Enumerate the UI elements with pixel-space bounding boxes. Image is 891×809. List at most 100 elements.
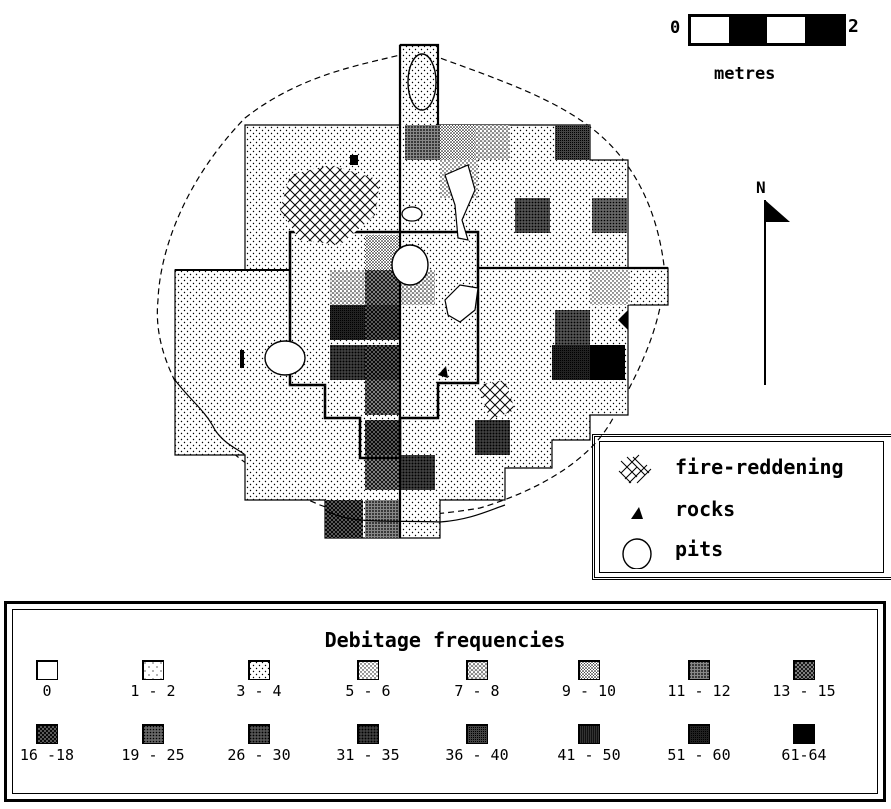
scale-segment: [691, 17, 729, 43]
debitage-class-label: 19 - 25: [121, 746, 185, 764]
frequency-square: [400, 455, 435, 490]
frequency-square: [330, 345, 365, 380]
scale-segment: [805, 17, 843, 43]
debitage-class-item: 13 - 15: [754, 660, 854, 730]
frequency-square: [325, 500, 363, 538]
debitage-swatch: [688, 724, 710, 744]
frequency-square: [590, 345, 625, 380]
debitage-class-label: 16 -18: [19, 746, 75, 764]
crosshatch-icon: [618, 454, 652, 484]
pit-irregular: [444, 284, 479, 323]
debitage-class-label: 9 - 10: [561, 682, 617, 700]
legend-label: rocks: [675, 497, 736, 521]
frequency-square: [330, 305, 365, 340]
pit-oval: [264, 340, 306, 376]
frequency-square: [330, 270, 365, 305]
frequency-square: [365, 500, 400, 538]
rock: [438, 366, 448, 378]
debitage-swatch: [142, 724, 164, 744]
pit-oval: [407, 53, 437, 111]
legend-row-rocks: rocks: [595, 491, 885, 531]
debitage-class-label: 5 - 6: [345, 682, 391, 700]
north-label: N: [756, 178, 766, 197]
debitage-swatch: [466, 660, 488, 680]
debitage-swatch: [466, 724, 488, 744]
frequency-square: [365, 380, 400, 415]
debitage-class-item: 26 - 30: [209, 724, 309, 794]
frequency-square: [555, 125, 590, 160]
excavation-map: [156, 43, 790, 539]
scale-start-label: 0: [670, 18, 681, 38]
rock: [240, 350, 244, 368]
fire-reddening-area: [280, 165, 380, 245]
rock: [350, 155, 358, 165]
debitage-class-item: 5 - 6: [318, 660, 418, 730]
frequency-square: [552, 345, 590, 380]
frequency-square: [440, 125, 475, 160]
pit-oval: [391, 244, 429, 286]
rock: [618, 310, 628, 330]
debitage-swatch: [357, 724, 379, 744]
debitage-class-item: 3 - 4: [209, 660, 309, 730]
debitage-class-item: 41 - 50: [539, 724, 639, 794]
debitage-legend: Debitage frequencies 0 1 - 2 3 - 4 5 - 6 7 -…: [4, 601, 886, 802]
legend-row-fire-reddening: fire-reddening: [595, 449, 885, 489]
debitage-class-item: 7 - 8: [427, 660, 527, 730]
scale-unit-label: metres: [714, 64, 776, 84]
frequency-square: [475, 420, 510, 455]
debitage-class-label: 61-64: [781, 746, 827, 764]
debitage-swatch: [142, 660, 164, 680]
debitage-swatch: [248, 724, 270, 744]
debitage-class-label: 11 - 12: [667, 682, 731, 700]
scale-segment: [767, 17, 805, 43]
rock-triangle-icon: [631, 507, 643, 519]
frequency-square: [475, 125, 510, 160]
scale-bar: 0 2 metres: [668, 12, 859, 92]
frequency-square: [365, 305, 400, 340]
fire-reddening-area: [478, 380, 515, 420]
legend-label: pits: [675, 537, 724, 561]
site-boundary: [156, 54, 666, 517]
frequency-square: [555, 310, 590, 345]
debitage-swatch: [578, 660, 600, 680]
debitage-class-label: 26 - 30: [227, 746, 291, 764]
boundary-line: [324, 504, 506, 523]
legend-label: fire-reddening: [675, 455, 844, 479]
frequency-square: [365, 345, 400, 380]
debitage-class-label: 3 - 4: [236, 682, 282, 700]
pit-oval-icon: [622, 538, 652, 569]
debitage-class-item: 11 - 12: [649, 660, 749, 730]
frequency-square: [365, 455, 400, 490]
debitage-swatch: [36, 660, 58, 680]
debitage-swatch: [248, 660, 270, 680]
debitage-swatch: [793, 660, 815, 680]
debitage-class-label: 0: [42, 682, 52, 700]
legend-row-pits: pits: [595, 531, 885, 571]
debitage-class-label: 31 - 35: [336, 746, 400, 764]
north-arrow-head: [765, 200, 790, 222]
features-legend: fire-reddening rocks pits: [592, 434, 891, 580]
frequency-square: [365, 420, 400, 455]
boundary-line: [174, 379, 246, 456]
debitage-swatch: [357, 660, 379, 680]
frequency-square: [592, 198, 627, 233]
frequency-square: [405, 125, 440, 160]
debitage-class-item: 16 -18: [0, 724, 97, 794]
debitage-swatch: [578, 724, 600, 744]
debitage-class-label: 13 - 15: [772, 682, 836, 700]
frequency-square: [590, 270, 630, 305]
scale-end-label: 2: [848, 16, 859, 37]
debitage-swatch: [36, 724, 58, 744]
debitage-legend-frame: Debitage frequencies 0 1 - 2 3 - 4 5 - 6 7 -…: [12, 609, 878, 794]
debitage-class-item: 61-64: [754, 724, 854, 794]
scale-bar-graphic: [688, 14, 846, 46]
debitage-class-label: 7 - 8: [454, 682, 500, 700]
debitage-class-item: 51 - 60: [649, 724, 749, 794]
frequency-square: [515, 198, 550, 233]
debitage-class-item: 36 - 40: [427, 724, 527, 794]
scale-segment: [729, 17, 767, 43]
pit-irregular: [444, 164, 476, 241]
debitage-class-label: 51 - 60: [667, 746, 731, 764]
debitage-class-item: 1 - 2: [103, 660, 203, 730]
debitage-legend-title: Debitage frequencies: [324, 628, 566, 652]
